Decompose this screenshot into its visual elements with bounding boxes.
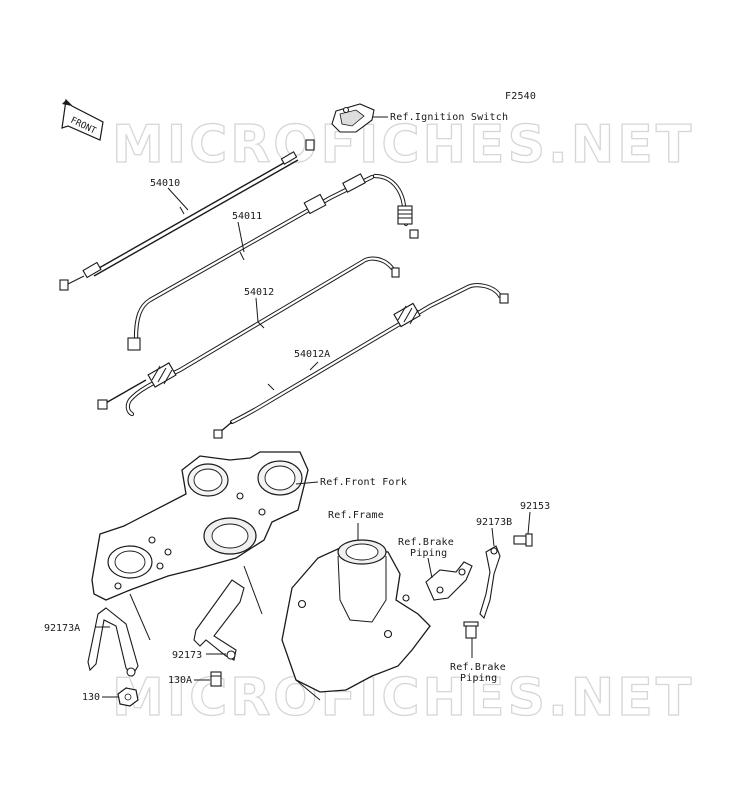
ref-brake-piping-2-line1: Ref.Brake <box>450 662 506 673</box>
ref-brake-piping-1-line2: Piping <box>410 548 447 559</box>
clamp-92173B <box>479 545 501 620</box>
bracket-92173A <box>87 607 139 677</box>
part-92153-label: 92153 <box>520 501 550 512</box>
ref-frame-label: Ref.Frame <box>328 510 384 521</box>
watermark-top: MICROFICHES.NET <box>112 115 694 175</box>
upper-triple-clamp <box>91 451 309 601</box>
part-92173A-label: 92173A <box>44 623 80 634</box>
ref-front-fork-label: Ref.Front Fork <box>320 477 407 488</box>
figure-code: F2540 <box>505 91 536 102</box>
ref-brake-piping-1-line1: Ref.Brake <box>398 537 454 548</box>
cable-54011 <box>127 173 419 351</box>
cable-54010 <box>59 139 315 291</box>
brake-piping-bracket <box>425 561 473 601</box>
part-130-label: 130 <box>82 692 100 703</box>
frame <box>281 539 431 701</box>
bracket-92173 <box>193 579 245 661</box>
front-arrow-icon: FRONT <box>61 98 104 141</box>
part-54012-label: 54012 <box>244 287 274 298</box>
part-92173B-label: 92173B <box>476 517 512 528</box>
ref-ignition-switch-label: Ref.Ignition Switch <box>390 112 508 123</box>
bolt-130A <box>210 671 222 687</box>
part-92173-label: 92173 <box>172 650 202 661</box>
bolt-92153 <box>513 533 533 547</box>
part-54010-label: 54010 <box>150 178 180 189</box>
part-130A-label: 130A <box>168 675 192 686</box>
brake-piping-bolt <box>463 621 479 639</box>
cable-54012 <box>97 256 400 417</box>
nut-130 <box>117 687 139 707</box>
ref-brake-piping-2-line2: Piping <box>460 673 497 684</box>
ignition-switch-bracket <box>331 103 388 133</box>
part-54011-label: 54011 <box>232 211 262 222</box>
part-54012A-label: 54012A <box>294 349 330 360</box>
watermark-bottom: MICROFICHES.NET <box>112 668 694 728</box>
cable-54012A <box>213 283 509 439</box>
